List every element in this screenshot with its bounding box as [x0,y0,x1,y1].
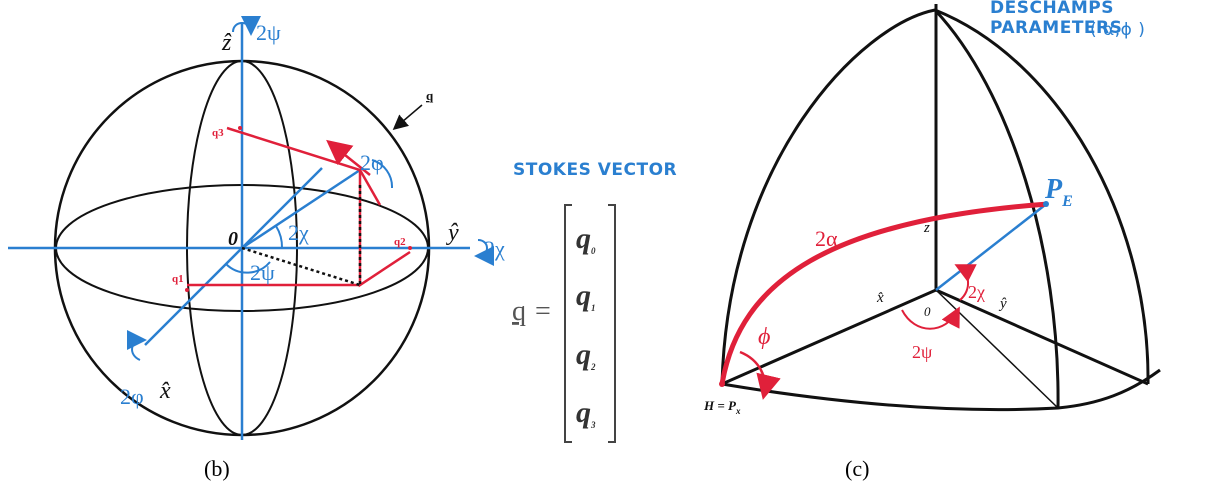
h-label: H = Px [703,398,741,416]
deschamps-subtitle: ( α,ϕ ) [1090,20,1146,40]
y-axis-c [935,288,1149,386]
q3-label: q3 [212,127,224,139]
pe-label: PE [1044,174,1073,210]
chi-arc [275,225,284,249]
deschamps-title: DESCHAMPS PARAMETERS [990,0,1123,38]
h-dot [719,381,725,387]
origin-label: 0 [228,228,238,250]
phi-arrow [326,139,371,176]
x-rotation-arrow [126,330,147,361]
stokes-equals: = [535,296,551,327]
phi-label-c: ϕ [758,324,770,350]
psi-arc-c [901,306,960,330]
stokes-vector-line [241,168,361,250]
dome-base [721,368,1161,412]
y-axis-label: ŷ [446,220,459,246]
phi-angle-label: 2φ [360,150,384,175]
y-label-c: ŷ [998,296,1007,312]
panel-c-dome [719,4,1161,412]
panel-b-sphere [8,15,495,440]
stokes-title: STOKES VECTOR [513,160,678,180]
q2-label: q2 [394,236,406,248]
dotted-projection [241,246,361,287]
z-rotation-arrow [232,15,261,36]
phi-arc-c [739,350,781,400]
pe-dot [1043,201,1049,207]
q1-label: q1 [172,273,184,285]
x-rotation-label: 2φ [120,384,144,409]
psi-angle-label: 2ψ [250,260,275,285]
psi-label-c: 2ψ [912,342,933,362]
z-label-c: z [923,220,930,236]
projection-line [935,289,1059,409]
stokes-components: q0 q1 q2 q3 [576,222,596,430]
dome-right-arc [934,8,1150,385]
left-bracket [564,204,572,443]
vector-to-pe [935,204,1046,291]
q3-dot [238,126,242,130]
stokes-matrix [564,204,616,443]
q-pointer-arrow [392,104,423,130]
stokes-lhs: q [512,296,526,327]
x-axis-c [721,288,937,386]
origin-label-c: 0 [924,304,931,319]
vector-tail [358,169,382,206]
chi-angle-label: 2χ [288,220,309,245]
z-rotation-label: 2ψ [256,20,281,45]
y-rotation-label: 2χ [484,236,505,261]
psi-arc [225,261,271,274]
stokes-q1: q1 [576,279,596,313]
stokes-q2: q2 [576,338,596,372]
x-axis [144,167,323,346]
x-label-c: x̂ [876,290,884,306]
chi-arc-c [954,264,977,301]
stokes-q3: q3 [576,396,596,430]
q2-dot [408,246,412,250]
chi-label-c: 2χ [968,282,985,302]
y-rotation-arrow [474,239,495,266]
caption-b: (b) [204,456,230,481]
x-axis-label: x̂ [159,378,171,404]
q1-dot [185,288,189,292]
right-bracket [608,204,616,443]
phi-arc [371,159,394,189]
z-axis-label: ẑ [221,30,232,56]
q-vector-label: q [426,88,434,103]
caption-c: (c) [845,456,870,481]
dome-left-arc [720,8,936,385]
alpha-label: 2α [815,226,838,251]
stokes-q0: q0 [576,222,596,256]
alpha-arc [719,201,1049,385]
